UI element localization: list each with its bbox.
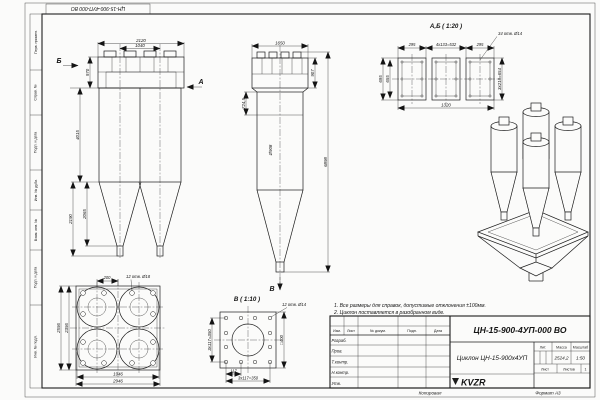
tb-col-data: Дата [434, 329, 442, 333]
dim-side-width: 1650 [275, 40, 285, 45]
view-arrow-label-v: В [269, 286, 274, 293]
stamp-doc-number: ЦН-15-900-4УП-000 ВО [71, 5, 125, 11]
tb-product-name: Циклон ЦН-15-900х4УП [457, 355, 528, 362]
notes: 1. Все размеры для справок, допустимые о… [333, 303, 486, 316]
note-1: 1. Все размеры для справок, допустимые о… [334, 303, 486, 309]
margin-label: Перв. примен. [34, 30, 38, 54]
margin-label: Взам. инв. № [34, 219, 38, 241]
tb-sheets-value: 1 [585, 368, 587, 372]
title-block: Изм. Лист № докум. Подп. Дата Разраб. Пр… [329, 315, 591, 389]
section-ab-title: А,Б ( 1:20 ) [429, 23, 462, 30]
tb-doc-number: ЦН-15-900-4УП-000 ВО [474, 325, 567, 335]
view-isometric [477, 102, 589, 282]
margin-label: Инв. № дубл. [34, 179, 38, 201]
dim-ab-right-seg: 295 [476, 42, 485, 47]
dim-side-total-h: 6898 [323, 157, 328, 167]
view-arrow-label-b: Б [57, 58, 62, 65]
tb-scale-value: 1:50 [576, 356, 585, 361]
dim-front-cone1: 2190 [68, 214, 73, 225]
tb-row-utv: Утв. [332, 381, 342, 386]
dim-front-width: 2120 [135, 38, 146, 43]
view-front: 2120 1040 970 4015 2190 2065 Б А [57, 38, 204, 258]
top-stamp: ЦН-15-900-4УП-000 ВО [45, 3, 151, 15]
dim-plan-top: 200 [103, 275, 112, 280]
dim-ab-holes: 34 отв. Ø14 [498, 31, 523, 36]
view-section-ab: А,Б ( 1:20 ) 295 4х133=532 295 34 отв. Ø… [378, 23, 523, 111]
dim-ab-bottom: 1320 [441, 102, 451, 107]
footer-format: Формат А3 [535, 391, 561, 396]
margin-label: Инв. № подл. [34, 335, 38, 357]
tb-sheets-label: Листов [563, 368, 575, 372]
margin-label: Подп. и дата [34, 132, 38, 153]
tb-row-razrab: Разраб. [332, 338, 347, 343]
view-side: 1650 907 724,5 6898 Ø908 В [241, 40, 331, 293]
dim-side-mid-h: 724,5 [241, 97, 246, 109]
dim-detail-left: 3х117=350 [207, 329, 212, 351]
dim-plan-left2: 2556 [56, 323, 61, 334]
tb-sheet-label: Лист [541, 368, 549, 372]
view-arrow-label-a: А [197, 79, 203, 86]
dim-front-body-h: 4015 [75, 130, 80, 140]
tb-row-prov: Пров. [332, 349, 343, 354]
tb-mass-label: Масса [556, 346, 567, 350]
dim-plan-left1: 2356 [64, 323, 69, 334]
tb-col-izm: Изм. [333, 329, 341, 333]
dim-detail-right: □400 [279, 334, 284, 345]
tb-logo-text: KVZR [461, 378, 486, 388]
tb-scale-label: Масштаб [573, 346, 588, 350]
dim-detail-bottom: 3х117=350 [238, 375, 259, 380]
dim-ab-mid-seg: 4х133=532 [436, 42, 457, 47]
dim-detail-holes: 12 отв. Ø14 [282, 302, 307, 307]
margin-column: Перв. примен. Справ. № Подп. и дата Инв.… [29, 13, 43, 389]
dim-plan-bottom2: 2946 [112, 378, 123, 383]
dim-front-pitch: 1040 [135, 43, 145, 48]
dim-side-top-h: 907 [310, 69, 315, 77]
margin-label: Подп. и дата [34, 267, 38, 288]
view-detail-v: В ( 1:10 ) 12 отв. Ø14 117 3х117=350 3х1… [207, 296, 307, 384]
tb-row-nkontr: Н.контр. [332, 370, 350, 375]
dim-detail-seg: 117 [230, 368, 237, 373]
sheet-footer: Копировал Формат А3 [419, 391, 561, 396]
dim-ab-right: 3х218=654 [497, 68, 502, 90]
note-2: 2. Циклон поставляется в разобранном вид… [333, 310, 445, 316]
dim-ab-h2: 655 [385, 75, 390, 83]
dim-ab-h1: 695 [378, 75, 383, 83]
margin-label: Справ. № [34, 84, 38, 100]
tb-logo-mark [452, 378, 459, 385]
dim-front-cone2: 2065 [82, 209, 87, 220]
dim-front-inlet-h: 970 [85, 68, 90, 76]
dim-ab-left-seg: 295 [408, 42, 417, 47]
detail-v-title: В ( 1:10 ) [234, 296, 260, 303]
tb-col-list: Лист [347, 329, 355, 333]
dim-side-diameter: Ø908 [268, 144, 273, 156]
view-plan: 200 12 отв. Ø18 2356 2556 1946 2946 [56, 274, 166, 387]
tb-col-podp: Подп. [407, 329, 417, 333]
tb-lit-label: Лит. [540, 346, 547, 350]
dim-plan-holes: 12 отв. Ø18 [126, 274, 151, 279]
footer-copied: Копировал [419, 391, 442, 396]
tb-col-dokum: № докум. [370, 329, 386, 333]
dim-plan-bottom1: 1946 [113, 371, 123, 376]
tb-mass-value: 2524,2 [553, 356, 568, 361]
tb-row-tkontr: Т.контр. [332, 360, 349, 365]
